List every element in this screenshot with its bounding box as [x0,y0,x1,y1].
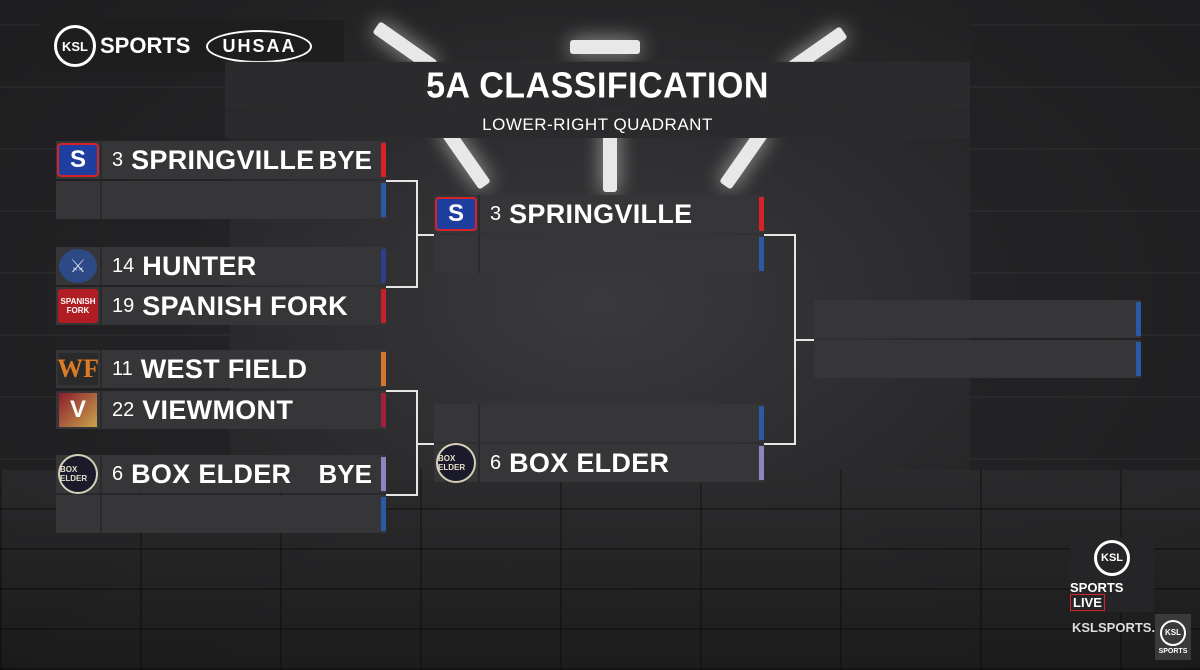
team-name: VIEWMONT [142,394,294,425]
bracket-slot-r1-1[interactable]: S 3 SPRINGVILLE BYE [56,141,386,179]
page-subtitle: LOWER-RIGHT QUADRANT [225,111,970,138]
team-color-bar [1136,342,1141,376]
bracket-line [386,180,418,182]
team-color-bar [381,352,386,386]
team-color-bar [1136,302,1141,336]
ksl-circle-icon: KSL [1160,619,1186,646]
uhsaa-logo: UHSAA [206,29,313,63]
springville-logo: S [434,195,478,233]
team-color-bar [759,237,764,271]
team-name: WEST FIELD [140,353,308,384]
ceiling-light [570,40,640,54]
hunter-logo: ⚔ [56,247,100,285]
west-field-logo: WF [57,353,99,385]
team-name: BOX ELDER [131,458,292,489]
seed: 14 [112,254,135,277]
bracket-line [764,234,796,236]
ksl-sports-logo: KSL SPORTS [54,25,190,67]
team-color-bar [381,497,386,531]
bracket-line [386,390,418,392]
ksl-circle-icon: KSL [1094,539,1130,576]
springville-logo: S [56,141,100,179]
page-title: 5A CLASSIFICATION [225,61,970,111]
bracket-line [386,286,418,288]
team-color-bar [759,197,764,231]
bracket-slot-r1-2[interactable] [56,181,386,219]
team-color-bar [381,183,386,217]
bracket-line [416,443,434,445]
seed: 19 [112,294,135,317]
ksl-circle-icon: KSL [54,25,96,67]
bracket-slot-r3-1[interactable] [814,300,1141,338]
box-elder-logo: BOX ELDER [434,443,478,483]
bracket-slot-r2-3[interactable] [434,404,764,442]
viewmont-logo: V [56,391,100,429]
team-color-bar [759,406,764,440]
bracket-line [764,443,796,445]
team-color-bar [381,143,386,177]
spanish-fork-logo: SPANISH FORK [56,287,100,325]
team-name: SPRINGVILLE [131,144,315,175]
bracket-slot-r2-2[interactable] [434,235,764,273]
bracket-line [386,494,418,496]
team-name: BOX ELDER [509,447,670,478]
bye-label: BYE [318,144,372,175]
bye-label: BYE [318,458,372,489]
team-color-bar [381,289,386,323]
bracket-slot-r1-8[interactable] [56,495,386,533]
team-color-bar [381,393,386,427]
team-name: SPANISH FORK [142,290,348,321]
team-name: SPRINGVILLE [509,198,693,229]
bracket-slot-r1-6[interactable]: V 22 VIEWMONT [56,391,386,429]
bracket-slot-r1-7[interactable]: BOX ELDER 6 BOX ELDER BYE [56,454,386,494]
bracket-line [794,339,814,341]
team-color-bar [381,249,386,283]
seed: 6 [112,462,124,485]
seed: 3 [112,148,124,171]
team-name: HUNTER [142,250,257,281]
team-color-bar [381,457,386,491]
bracket-slot-r3-2[interactable] [814,340,1141,378]
seed: 22 [112,398,135,421]
ksl-watermark-bug: KSL SPORTS [1155,614,1191,660]
bracket-slot-r2-1[interactable]: S 3 SPRINGVILLE [434,195,764,233]
bracket-slot-r1-5[interactable]: WF 11 WEST FIELD [56,350,386,388]
background-wall-right [970,0,1200,520]
bracket-slot-r1-4[interactable]: SPANISH FORK 19 SPANISH FORK [56,287,386,325]
bracket-line [416,234,434,236]
seed: 6 [490,451,502,474]
bracket-slot-r2-4[interactable]: BOX ELDER 6 BOX ELDER [434,443,764,483]
seed: 3 [490,202,502,225]
ksl-sports-live-logo: KSL SPORTS LIVE [1070,537,1154,612]
team-color-bar [759,446,764,480]
box-elder-logo: BOX ELDER [56,454,100,494]
bracket-slot-r1-3[interactable]: ⚔ 14 HUNTER [56,247,386,285]
seed: 11 [112,357,133,380]
